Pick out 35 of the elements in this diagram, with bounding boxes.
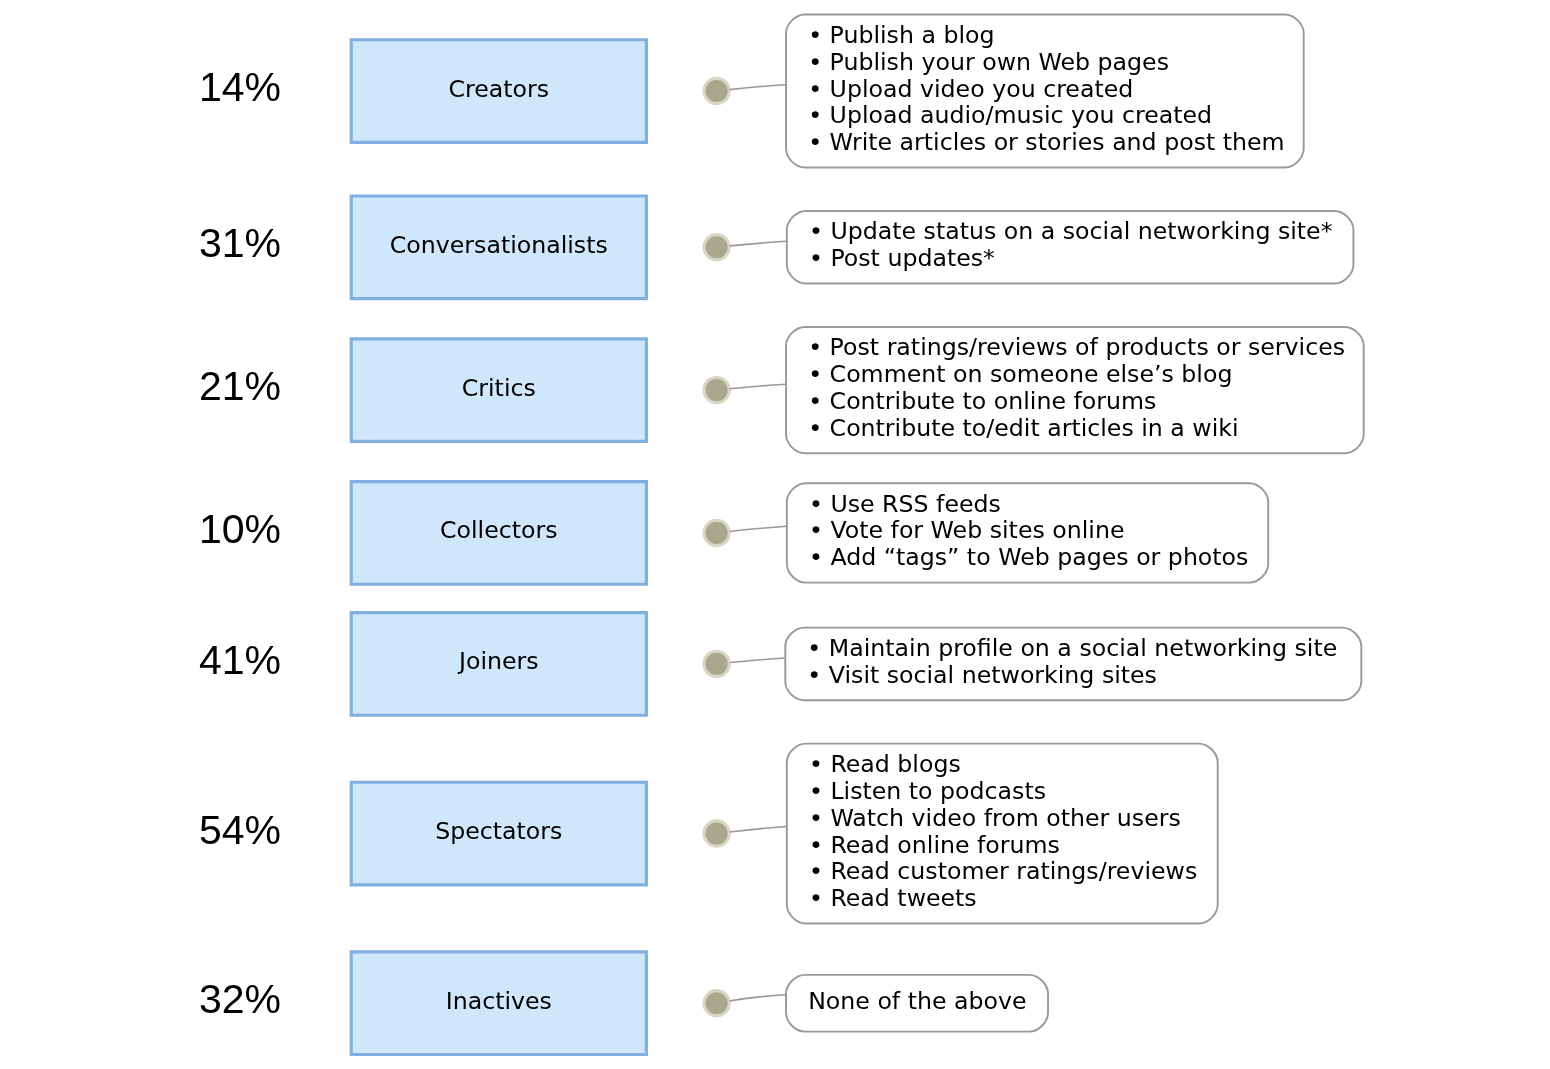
node-box: • Publish a blog • Publish your own Web pages • Upload video you created • Upload audio/music you created • Write articles or stories and post them xyxy=(785,13,1305,169)
node-circle xyxy=(702,518,731,548)
label: 31% xyxy=(198,220,282,267)
node-box: Collectors xyxy=(349,480,648,586)
connector xyxy=(728,383,787,390)
label: 21% xyxy=(198,363,282,410)
node-circle xyxy=(702,375,731,405)
node-circle xyxy=(702,76,731,106)
node-box: Joiners xyxy=(349,611,648,717)
node-box: Critics xyxy=(349,337,648,443)
connector xyxy=(729,657,786,664)
label: 41% xyxy=(198,636,282,683)
node-circle xyxy=(702,649,731,679)
node-box: Conversationalists xyxy=(349,194,648,301)
node-box: Creators xyxy=(349,38,648,144)
label: 54% xyxy=(198,806,282,853)
label: 10% xyxy=(198,505,282,552)
connector xyxy=(728,825,788,833)
node-box: • Read blogs • Listen to podcasts • Watch video from other users • Read online forums • Read customer ratings/reviews • Read tweets xyxy=(785,742,1219,925)
node-box: • Use RSS feeds • Vote for Web sites online • Add “tags” to Web pages or photos xyxy=(785,482,1270,584)
node-box: • Post ratings/reviews of products or services • Comment on someone else’s blog • Contribute to online forums • Contribute to/edit articles in a wiki xyxy=(785,326,1365,455)
node-box: • Maintain profile on a social networking site • Visit social networking sites xyxy=(784,626,1363,702)
connector xyxy=(728,83,787,91)
node-circle xyxy=(702,819,731,848)
node-box: • Update status on a social networking site* • Post updates* xyxy=(785,210,1355,285)
label: 32% xyxy=(198,976,282,1023)
node-box: Inactives xyxy=(349,950,648,1057)
connector xyxy=(728,240,788,247)
node-circle xyxy=(702,233,731,262)
node-circle xyxy=(702,989,731,1018)
connector xyxy=(728,525,788,533)
connector xyxy=(728,993,787,1002)
node-box: Spectators xyxy=(349,780,648,887)
node-box: None of the above xyxy=(785,973,1049,1033)
label: 14% xyxy=(198,63,282,110)
